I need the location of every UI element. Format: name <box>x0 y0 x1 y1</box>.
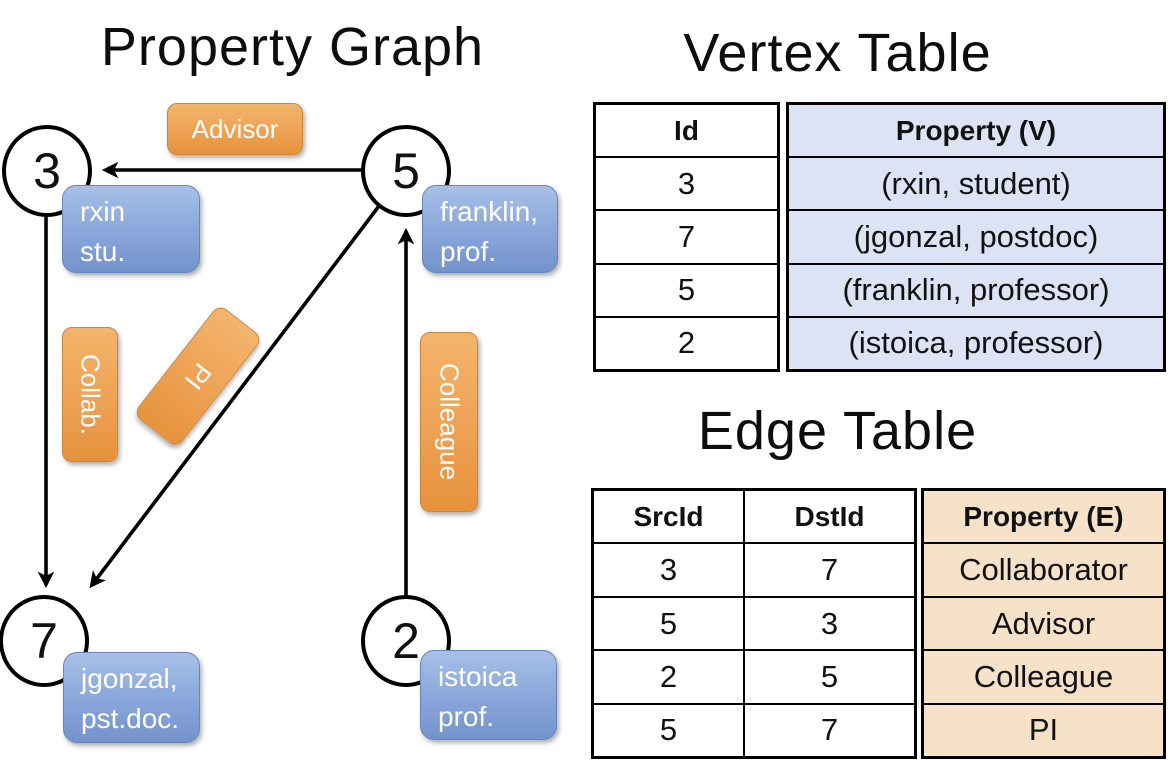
vertex-table-id-cell: 5 <box>596 262 777 316</box>
edge-table-srcid-cell: 5 <box>594 595 743 649</box>
vertex-table-property-header: Property (V) <box>895 114 1057 146</box>
edge-label-colleague-text: Colleague <box>434 363 465 481</box>
vertex-label-rxin: rxin stu. <box>62 185 200 273</box>
vertex-table-id-cell: 7 <box>596 209 777 262</box>
graph-node-2: 2 <box>361 595 451 687</box>
edge-table-srcid-cell: 3 <box>594 542 743 595</box>
vertex-label-jgonzal-line1: jgonzal, <box>81 663 178 694</box>
edge-label-collab: Collab. <box>62 327 118 462</box>
vertex-label-jgonzal-line2: pst.doc. <box>81 703 180 734</box>
edge-table-dstid-column: DstId 7 3 5 7 <box>743 491 914 756</box>
edge-table-srcid-header: SrcId <box>633 500 704 532</box>
edge-label-colleague: Colleague <box>420 332 478 512</box>
edge-table-property-cell: Advisor <box>924 595 1163 649</box>
edge-table-dstid-cell: 7 <box>745 542 914 595</box>
edge-table-srcid-column: SrcId 3 5 2 5 <box>594 491 743 756</box>
vertex-label-istoica-line1: istoica <box>438 661 518 692</box>
edge-table-dstid-cell: 5 <box>745 649 914 702</box>
vertex-table-id-cell: 3 <box>596 156 777 209</box>
node-2-label: 2 <box>392 613 420 669</box>
node-5-label: 5 <box>392 143 420 199</box>
edge-label-collab-text: Collab. <box>75 354 106 435</box>
edge-table-property-cell: Colleague <box>924 649 1163 702</box>
vertex-label-rxin-line2: stu. <box>80 236 126 267</box>
vertex-label-rxin-line1: rxin <box>80 196 126 227</box>
vertex-table-property-cell: (franklin, professor) <box>789 262 1163 316</box>
edge-table-property-header: Property (E) <box>963 500 1124 532</box>
vertex-table-title: Vertex Table <box>683 23 992 83</box>
edge-table-property-cell: PI <box>924 702 1163 756</box>
vertex-table-property-cell: (istoica, professor) <box>789 315 1163 369</box>
vertex-label-istoica-line2: prof. <box>438 701 495 732</box>
vertex-table-id-column: Id 3 7 5 2 <box>593 102 780 372</box>
edge-table-property-cell: Collaborator <box>924 542 1163 595</box>
edge-label-advisor: Advisor <box>167 103 303 155</box>
edge-label-advisor-text: Advisor <box>191 113 279 144</box>
vertex-label-jgonzal: jgonzal, pst.doc. <box>63 652 200 743</box>
vertex-table-id-header: Id <box>674 114 699 146</box>
edge-table-srcid-cell: 2 <box>594 649 743 702</box>
edge-5-to-7-pi <box>89 204 381 589</box>
node-3-label: 3 <box>33 143 61 199</box>
edge-table-dstid-cell: 7 <box>745 702 914 756</box>
edge-table-title: Edge Table <box>697 401 978 461</box>
graph-node-5: 5 <box>361 125 451 217</box>
vertex-table-property-cell: (rxin, student) <box>789 156 1163 209</box>
graph-edges-canvas <box>37 161 415 596</box>
vertex-label-istoica: istoica prof. <box>420 650 557 740</box>
property-graph-title: Property Graph <box>100 17 485 77</box>
vertex-label-franklin: franklin, prof. <box>422 185 558 273</box>
edge-table-dstid-cell: 3 <box>745 595 914 649</box>
edge-label-pi-text: PI <box>179 357 218 396</box>
vertex-table-property-column: Property (V) (rxin, student) (jgonzal, p… <box>786 102 1166 372</box>
vertex-table-property-cell: (jgonzal, postdoc) <box>789 209 1163 262</box>
vertex-table-id-cell: 2 <box>596 315 777 369</box>
edge-table-id-columns: SrcId 3 5 2 5 DstId 7 3 5 7 <box>591 488 917 759</box>
edge-table-property-column: Property (E) Collaborator Advisor Collea… <box>921 488 1166 759</box>
node-7-label: 7 <box>30 613 58 669</box>
vertex-label-franklin-line2: prof. <box>440 236 497 267</box>
edge-table-srcid-cell: 5 <box>594 702 743 756</box>
edge-table-dstid-header: DstId <box>794 500 865 532</box>
vertex-label-franklin-line1: franklin, <box>440 196 539 227</box>
